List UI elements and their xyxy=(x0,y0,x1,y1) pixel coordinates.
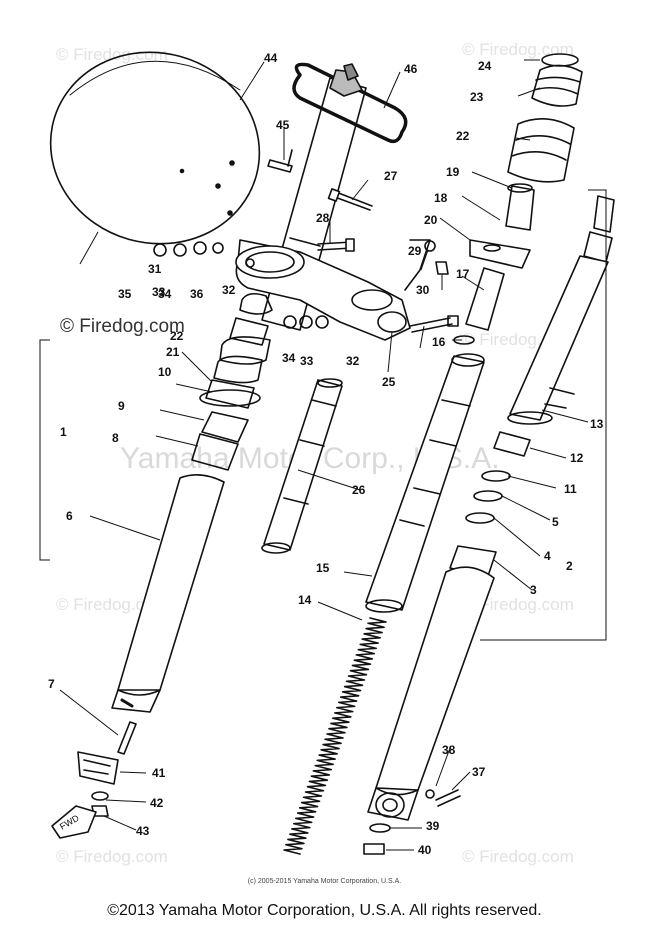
watermark: © Firedog.com xyxy=(56,45,168,64)
callout-number: 25 xyxy=(382,375,396,389)
callout-number: 43 xyxy=(136,824,150,838)
watermark: © Firedog.com xyxy=(56,847,168,866)
center-inner-tube xyxy=(261,378,343,554)
top-boot-22-24 xyxy=(507,53,583,183)
bolt-27 xyxy=(327,188,373,211)
callout-number: 45 xyxy=(276,118,290,132)
watermark: © Firedog.com xyxy=(462,595,574,614)
axle-holder-40 xyxy=(77,751,119,785)
callout-number: 20 xyxy=(424,213,438,227)
callout-numbers: 1234567891011121314151617181920212222232… xyxy=(48,51,604,857)
callout-number: 12 xyxy=(570,451,584,465)
callout-number: 46 xyxy=(404,62,418,76)
copyright-small: (c) 2005-2015 Yamaha Motor Corporation, … xyxy=(247,878,402,885)
callout-number: 34 xyxy=(158,287,172,301)
bolt-31 xyxy=(317,238,355,252)
watermark: © Firedog.com xyxy=(56,595,168,614)
bolt-7 xyxy=(117,721,137,755)
spacer-17 xyxy=(465,267,505,331)
callout-number: 42 xyxy=(150,796,164,810)
callout-number: 21 xyxy=(166,345,180,359)
small-nuts-32-35 xyxy=(153,241,329,329)
callout-number: 9 xyxy=(118,399,125,413)
callout-number: 23 xyxy=(470,90,484,104)
under-bracket xyxy=(235,239,431,341)
callout-number: 15 xyxy=(316,561,330,575)
callout-number: 36 xyxy=(190,287,204,301)
callout-number: 5 xyxy=(552,515,559,529)
callout-number: 10 xyxy=(158,365,172,379)
callout-number: 34 xyxy=(282,351,296,365)
nut-stack-18-20 xyxy=(469,183,535,269)
callout-number: 38 xyxy=(442,743,456,757)
callout-number: 16 xyxy=(432,335,446,349)
callout-number: 22 xyxy=(170,329,184,343)
callout-number: 19 xyxy=(446,165,460,179)
headlight-rim xyxy=(49,51,261,245)
bolt-30 xyxy=(409,315,459,333)
bolts-36-39 xyxy=(363,789,461,855)
fwd-arrow: FWD xyxy=(51,805,97,839)
bolt-44 xyxy=(267,149,293,173)
callout-number: 4 xyxy=(544,549,551,563)
callout-number: 18 xyxy=(434,191,448,205)
nuts-28-29 xyxy=(424,240,449,275)
callout-number: 40 xyxy=(418,843,432,857)
right-outer-tube xyxy=(367,431,531,821)
callout-number: 6 xyxy=(66,509,73,523)
callout-number: 8 xyxy=(112,431,119,445)
callout-number: 11 xyxy=(564,482,577,496)
right-inner-tube xyxy=(507,195,615,425)
callout-number: 39 xyxy=(426,819,440,833)
callout-number: 26 xyxy=(352,483,366,497)
watermark: © Firedog.com xyxy=(462,847,574,866)
left-outer-tube xyxy=(111,411,249,713)
callout-number: 37 xyxy=(472,765,486,779)
callout-number: 30 xyxy=(416,283,430,297)
right-cylinder-15 xyxy=(365,353,485,613)
callout-number: 7 xyxy=(48,677,55,691)
callout-number: 32 xyxy=(346,354,360,368)
left-boot xyxy=(199,292,273,409)
callout-number: 2 xyxy=(566,559,573,573)
callout-number: 27 xyxy=(384,169,398,183)
callout-number: 14 xyxy=(298,593,312,607)
left-inner-tube xyxy=(261,63,367,331)
watermark: © Firedog.com xyxy=(462,40,574,59)
band-loop xyxy=(292,62,408,144)
callout-number: 29 xyxy=(408,244,422,258)
callout-number: 33 xyxy=(300,354,314,368)
callout-number: 33 xyxy=(152,285,166,299)
callout-number: 22 xyxy=(456,129,470,143)
spring-coil xyxy=(283,617,387,855)
callout-number: 41 xyxy=(152,766,166,780)
callout-number: 3 xyxy=(530,583,537,597)
spring-14 xyxy=(283,617,387,855)
watermark-strong: © Firedog.com xyxy=(60,316,185,337)
callout-number: 17 xyxy=(456,267,470,281)
callout-number: 31 xyxy=(148,262,162,276)
callout-number: 28 xyxy=(316,211,330,225)
callout-number: 13 xyxy=(590,417,604,431)
callout-number: 44 xyxy=(264,51,278,65)
copyright-notice: ©2013 Yamaha Motor Corporation, U.S.A. A… xyxy=(107,902,542,919)
callout-number: 35 xyxy=(118,287,132,301)
leader-lines xyxy=(39,59,607,851)
callout-number: 1 xyxy=(60,425,67,439)
callout-number: 24 xyxy=(478,59,492,73)
callout-number: 32 xyxy=(222,283,236,297)
